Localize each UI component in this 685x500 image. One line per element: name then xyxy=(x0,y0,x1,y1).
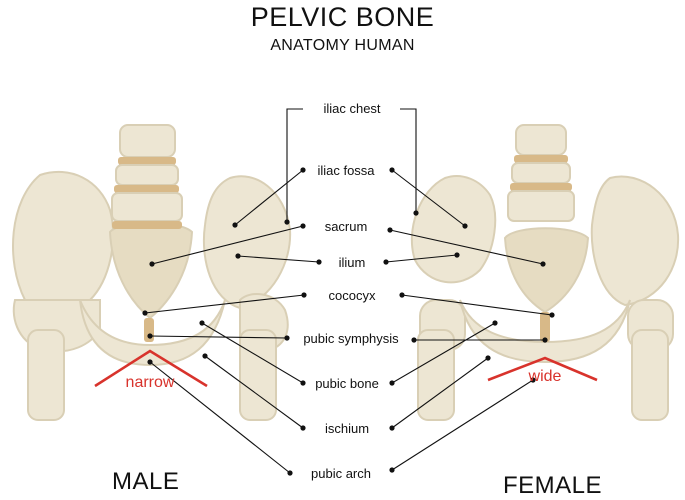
page-title: PELVIC BONE xyxy=(250,2,435,32)
female-arch-angle xyxy=(487,356,598,382)
leader-pubic-bone-female xyxy=(391,322,496,384)
leader-lines xyxy=(144,108,553,474)
male-label: MALE xyxy=(112,468,180,495)
leader-sacrum-female xyxy=(389,229,544,265)
label-pubic-bone: pubic bone xyxy=(315,376,379,391)
leader-ischium-male xyxy=(204,355,304,429)
label-coccyx: cococyx xyxy=(328,288,376,303)
leader-coccyx-female xyxy=(401,294,553,316)
leader-pubic-arch-male xyxy=(149,361,291,474)
label-iliac-chest: iliac chest xyxy=(323,101,381,116)
male-arch-label: narrow xyxy=(125,374,175,391)
leader-pubic-arch-female xyxy=(391,379,534,471)
page-subtitle: ANATOMY HUMAN xyxy=(270,37,415,54)
female-arch-label: wide xyxy=(528,368,562,385)
female-label: FEMALE xyxy=(503,472,603,499)
leader-ilium-female xyxy=(385,254,458,263)
leader-iliac-fossa-female xyxy=(391,169,466,227)
label-pubic-arch: pubic arch xyxy=(311,466,371,481)
label-iliac-fossa: iliac fossa xyxy=(317,163,375,178)
leader-pubic-symphysis-male xyxy=(149,335,288,339)
leader-coccyx-male xyxy=(144,294,305,314)
leader-ilium-male xyxy=(237,255,320,263)
male-arch-angle xyxy=(94,349,208,388)
leader-iliac-fossa-male xyxy=(234,169,304,226)
leader-ischium-female xyxy=(391,357,489,429)
label-ilium: ilium xyxy=(338,255,366,270)
male-pelvis-illustration xyxy=(12,124,292,421)
leader-sacrum-male xyxy=(151,225,304,265)
leader-pubic-bone-male xyxy=(201,322,304,384)
leader-iliac-chest-female xyxy=(400,108,417,213)
label-pubic-symphysis: pubic symphysis xyxy=(303,331,399,346)
label-ischium: ischium xyxy=(324,421,370,436)
leader-iliac-chest-male xyxy=(286,108,303,222)
label-sacrum: sacrum xyxy=(324,219,368,234)
leader-dots xyxy=(142,167,555,476)
